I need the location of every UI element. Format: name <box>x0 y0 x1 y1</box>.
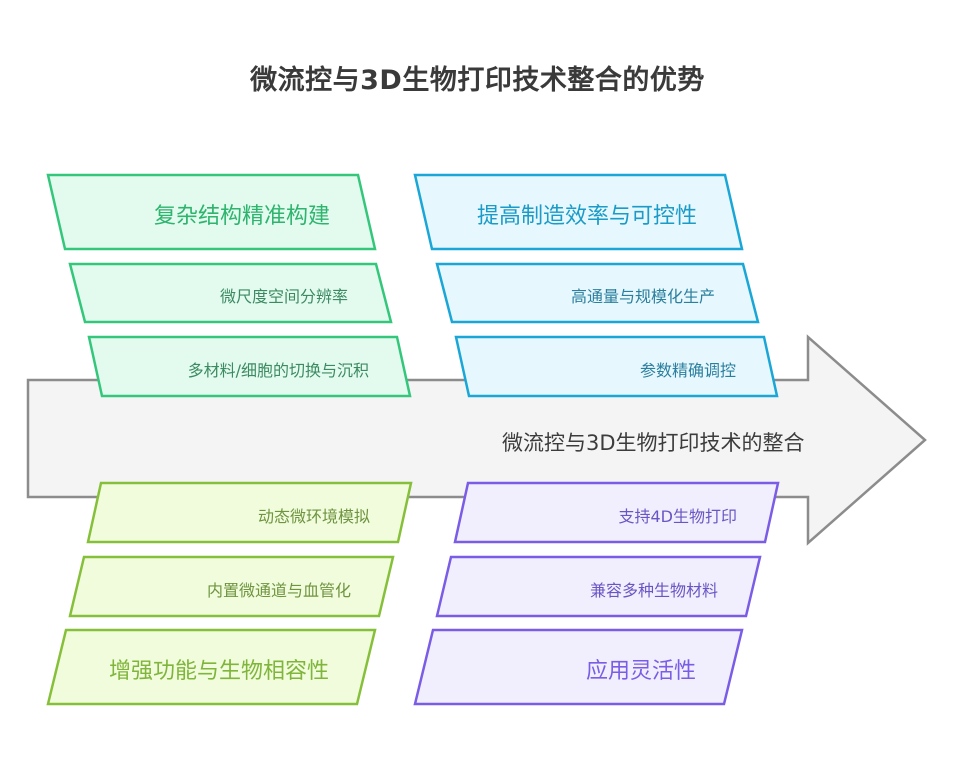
application-flex-item-label: 兼容多种生物材料 <box>589 580 718 600</box>
complex-structure-heading-box <box>46 173 377 251</box>
application-flex-heading-box <box>413 628 744 706</box>
complex-structure-item-box <box>68 262 393 324</box>
efficiency-control-item-label: 参数精确调控 <box>639 360 736 380</box>
function-biocompat-heading: 增强功能与生物相容性 <box>108 659 329 685</box>
complex-structure-item-label: 多材料/细胞的切换与沉积 <box>187 360 369 380</box>
center-arrow-label: 微流控与3D生物打印技术的整合 <box>502 431 805 455</box>
application-flex-item-box <box>435 555 762 618</box>
function-biocompat-item-box <box>68 555 395 618</box>
application-flex-item-label: 支持4D生物打印 <box>618 506 737 526</box>
function-biocompat-item-label: 内置微通道与血管化 <box>206 580 351 600</box>
efficiency-control-heading: 提高制造效率与可控性 <box>476 204 697 230</box>
efficiency-control-item-label: 高通量与规模化生产 <box>570 287 715 307</box>
complex-structure-item-box <box>87 335 412 398</box>
efficiency-control-heading-box <box>413 173 744 251</box>
efficiency-control-item-box <box>454 335 779 398</box>
application-flex-item-box <box>453 481 780 544</box>
application-flex-heading: 应用灵活性 <box>585 659 696 685</box>
complex-structure-heading: 复杂结构精准构建 <box>153 204 330 230</box>
function-biocompat-heading-box <box>46 628 377 706</box>
boxes-layer <box>46 173 780 706</box>
complex-structure-item-label: 微尺度空间分辨率 <box>219 287 348 307</box>
function-biocompat-item-box <box>86 481 413 544</box>
efficiency-control-item-box <box>435 262 760 324</box>
function-biocompat-item-label: 动态微环境模拟 <box>257 506 370 526</box>
diagram-title: 微流控与3D生物打印技术整合的优势 <box>250 65 705 96</box>
